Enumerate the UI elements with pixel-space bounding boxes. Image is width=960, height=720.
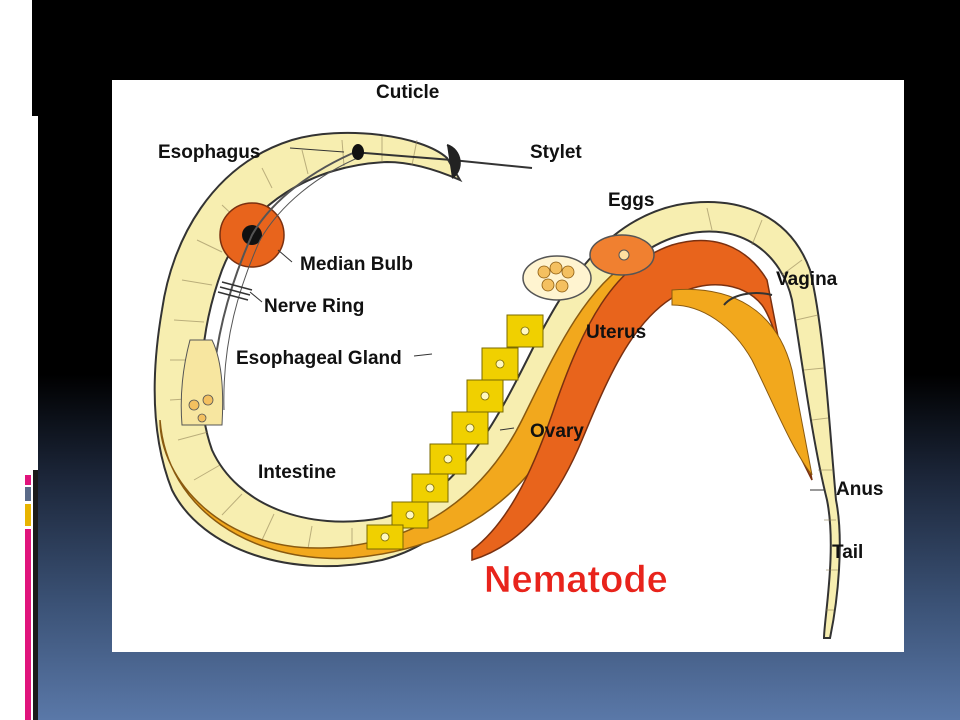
deco-bar-pink-a [25,475,31,485]
label-anus: Anus [836,479,884,500]
label-pointers [249,147,824,491]
esophageal-gland [180,339,224,426]
label-esophagus: Esophagus [158,142,260,163]
deco-bar-top-1 [24,0,29,116]
deco-bar-gold [25,504,31,526]
vagina [723,292,773,306]
deco-bar-pink-b [25,529,31,720]
left-margin-strip [0,0,38,720]
deco-bar-top-2 [32,0,38,116]
deco-bar-dark [33,470,38,720]
label-esophageal-gland: Esophageal Gland [236,348,402,369]
nematode-figure: Cuticle Esophagus Stylet Eggs Median Bul… [112,80,904,652]
diagram-title: Nematode [484,559,668,601]
label-uterus: Uterus [586,322,646,343]
label-stylet: Stylet [530,142,582,163]
label-vagina: Vagina [776,269,838,290]
posterior-region [671,288,813,476]
label-ovary: Ovary [530,421,584,442]
ovary-nuclei [380,326,530,542]
nematode-diagram: Cuticle Esophagus Stylet Eggs Median Bul… [153,82,884,639]
nerve-ring [217,281,253,301]
label-tail: Tail [832,542,863,563]
label-cuticle: Cuticle [376,82,439,103]
egg-1 [522,255,592,301]
stylet-knob [352,144,364,160]
label-intestine: Intestine [258,462,336,483]
deco-bar-slate [25,487,31,501]
label-nerve-ring: Nerve Ring [264,296,364,317]
egg-2-nucleus [618,249,630,261]
esophagus-line-2 [223,155,363,411]
head-tip [446,144,461,179]
egg-1-cells [537,261,575,293]
body-wall [153,131,841,639]
label-median-bulb: Median Bulb [300,254,413,275]
label-eggs: Eggs [608,190,654,211]
ovary-cells [366,314,544,550]
gland-nuclei [188,394,214,423]
